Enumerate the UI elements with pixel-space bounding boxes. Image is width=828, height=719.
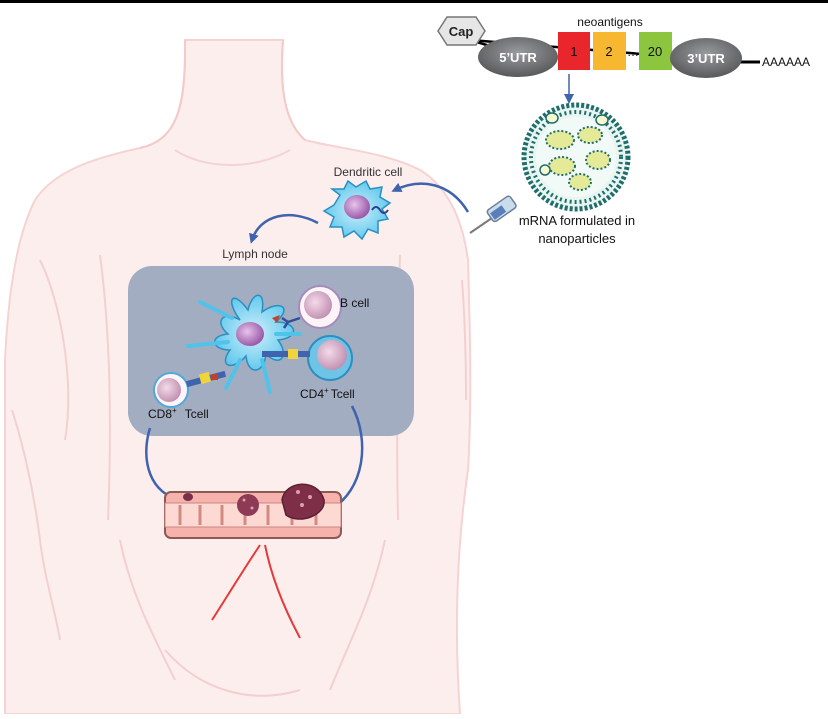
cd8-t-cell-icon [153,370,227,408]
polya-tail-label: AAAAAA [762,55,810,69]
neoantigen-20-label: 20 [648,44,662,59]
utr5-ellipse [478,37,558,77]
dendritic-cell-icon [322,179,392,241]
b-cell-icon [272,285,342,329]
cd4-label: CD4+Tcell [300,386,355,401]
syringe-icon [469,195,517,234]
neoantigen-1-label: 1 [570,44,577,59]
nanoparticle-caption-line2: nanoparticles [538,231,616,246]
neoantigen-segment-1 [558,32,590,70]
top-border-line [0,0,828,3]
cap-hexagon [437,16,486,46]
tumor-medium [237,494,259,516]
cap-label: Cap [449,24,474,39]
injection-arrow [391,182,470,213]
colon-with-tumors [164,483,342,539]
nanoparticle-caption-line1: mRNA formulated in [519,213,635,228]
cd8-label: CD8+Tcell [148,406,209,421]
b-cell-label: B cell [340,296,369,310]
lipid-nanoparticle [521,102,631,212]
neoantigen-segment-2 [593,32,626,70]
mrna-construct: Cap 5’UTR neoantigens 1 2 … 20 3’UTR AAA… [437,15,810,78]
ellipsis-label: … [627,45,639,59]
tumor-large [281,483,325,520]
lymph-node-label: Lymph node [222,247,288,261]
neoantigens-title: neoantigens [577,15,642,29]
utr3-label: 3’UTR [687,51,725,66]
dendritic-cell-label: Dendritic cell [334,165,403,179]
dc-to-lymph-node-arrow [249,214,319,244]
neoantigen-segment-20 [639,32,672,70]
utr3-ellipse [670,38,742,78]
tumor-small [183,493,193,501]
utr5-label: 5’UTR [499,50,537,65]
neoantigen-2-label: 2 [605,44,612,59]
cd4-t-cell-icon [262,335,353,381]
